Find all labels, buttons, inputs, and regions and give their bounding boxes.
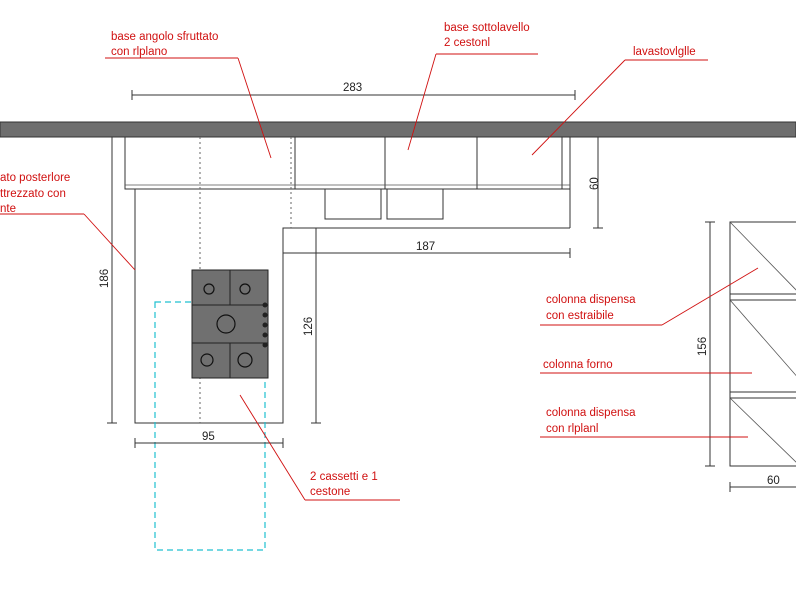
dim-island-depth: 126 <box>303 317 315 336</box>
label-colonna-ripiani-2: con rlplanl <box>546 423 598 435</box>
dim-left-depth: 186 <box>99 269 111 288</box>
label-base-angolo: base angolo sfruttato <box>111 31 218 43</box>
tall-columns <box>729 221 796 467</box>
gas-hob <box>191 269 269 379</box>
label-posteriore-2: ttrezzato con <box>0 188 66 200</box>
dim-column-height: 156 <box>697 337 709 356</box>
label-cassetti: 2 cassetti e 1 <box>310 471 378 483</box>
label-cassetti-2: cestone <box>310 486 350 498</box>
dim-island-width: 95 <box>202 431 215 443</box>
dim-lower-width: 187 <box>416 241 435 253</box>
label-colonna-forno: colonna forno <box>543 359 613 371</box>
label-lavastoviglie: lavastovlglle <box>633 46 696 58</box>
label-base-sottolavello-2: 2 cestonl <box>444 37 490 49</box>
dimension-lines <box>107 90 796 492</box>
label-base-sottolavello: base sottolavello <box>444 22 530 34</box>
dim-column-width: 60 <box>767 475 780 487</box>
label-colonna-ripiani: colonna dispensa <box>546 407 636 419</box>
label-posteriore-3: nte <box>0 203 16 215</box>
dim-top-width: 283 <box>343 82 362 94</box>
wall-countertop-band <box>0 121 796 138</box>
label-colonna-estraibile: colonna dispensa <box>546 294 636 306</box>
label-base-angolo-2: con rlplano <box>111 46 167 58</box>
dim-depth-60: 60 <box>589 177 601 190</box>
base-cabinet-row <box>124 136 571 228</box>
annotation-leaders <box>0 53 759 501</box>
label-posteriore-1: ato posterlore <box>0 172 70 184</box>
peninsula-outline <box>134 189 570 424</box>
label-colonna-estraibile-2: con estraibile <box>546 310 614 322</box>
sink-basins <box>324 188 444 220</box>
